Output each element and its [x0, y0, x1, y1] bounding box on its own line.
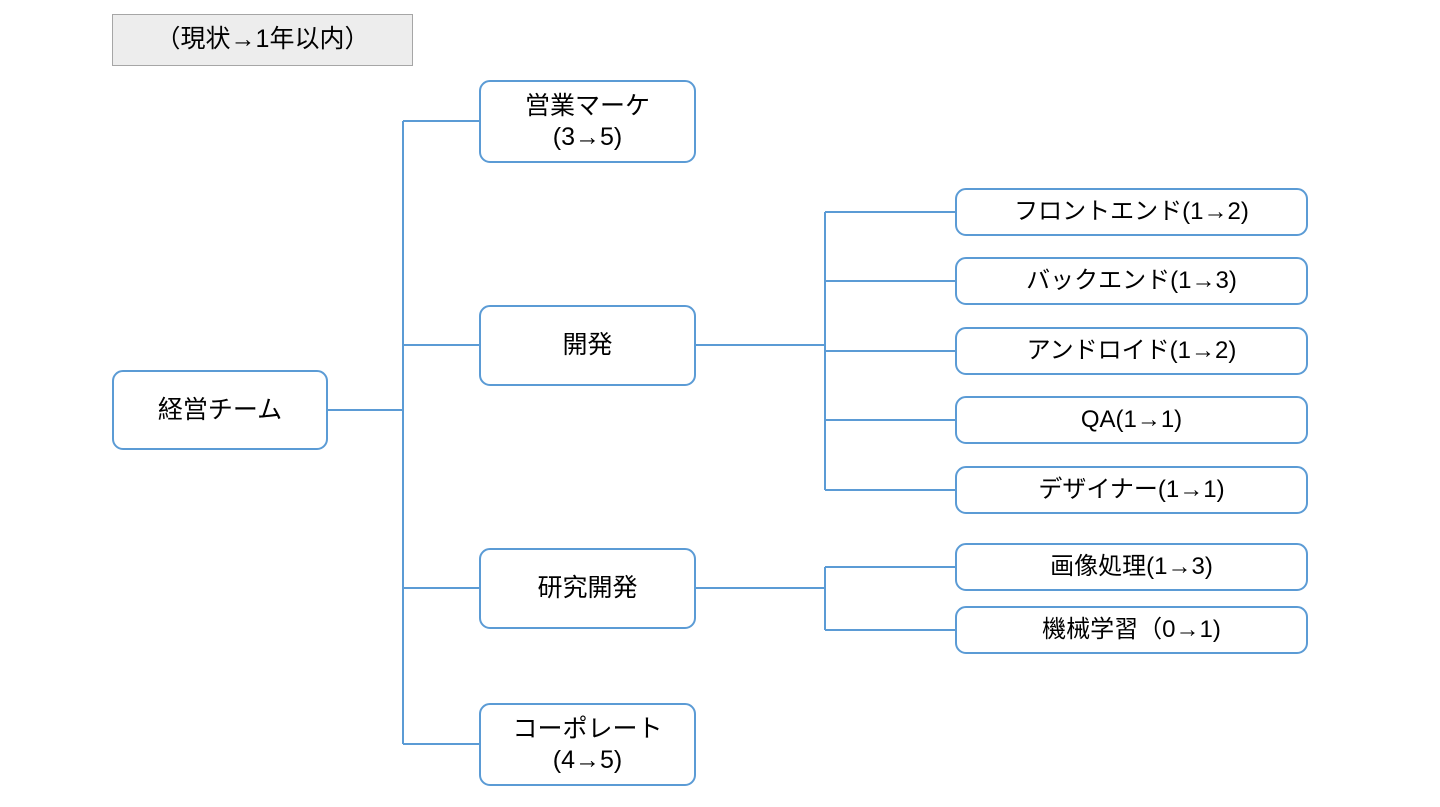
node-research-development[interactable]: 研究開発	[479, 548, 696, 629]
node-label: 研究開発	[537, 574, 638, 603]
node-sales-marketing[interactable]: 営業マーケ (3→5)	[479, 80, 696, 163]
node-label: 開発	[562, 331, 613, 360]
legend-text: （現状→1年以内）	[155, 25, 370, 54]
node-designer[interactable]: デザイナー(1→1)	[955, 466, 1308, 514]
node-label: QA(1→1)	[1080, 406, 1183, 434]
node-backend[interactable]: バックエンド(1→3)	[955, 257, 1308, 305]
node-label: フロントエンド(1→2)	[1014, 198, 1249, 226]
node-corporate[interactable]: コーポレート (4→5)	[479, 703, 696, 786]
node-label: コーポレート (4→5)	[512, 715, 663, 774]
node-android[interactable]: アンドロイド(1→2)	[955, 327, 1308, 375]
node-image-processing[interactable]: 画像処理(1→3)	[955, 543, 1308, 591]
node-label: デザイナー(1→1)	[1038, 476, 1225, 504]
node-label: 機械学習（0→1)	[1042, 616, 1221, 644]
node-label: アンドロイド(1→2)	[1026, 337, 1237, 365]
node-development[interactable]: 開発	[479, 305, 696, 386]
node-label: バックエンド(1→3)	[1026, 267, 1237, 295]
node-label: 営業マーケ (3→5)	[524, 92, 650, 151]
node-label: 経営チーム	[157, 395, 283, 424]
node-qa[interactable]: QA(1→1)	[955, 396, 1308, 444]
node-machine-learning[interactable]: 機械学習（0→1)	[955, 606, 1308, 654]
node-label: 画像処理(1→3)	[1050, 553, 1213, 581]
node-management-team[interactable]: 経営チーム	[112, 370, 328, 450]
legend-note: （現状→1年以内）	[112, 14, 413, 66]
node-frontend[interactable]: フロントエンド(1→2)	[955, 188, 1308, 236]
